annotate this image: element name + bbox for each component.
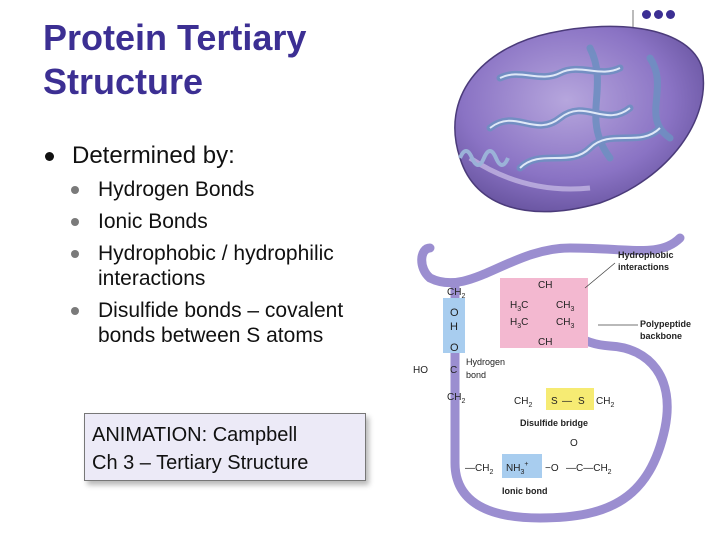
tertiary-bond-diagram: CH2 O H O HO C CH2 CH H3C CH3 H3C CH3 CH… <box>413 233 691 523</box>
ionic-ch2-left: —CH <box>465 463 489 474</box>
sub-bullet-ionic: Ionic Bonds <box>71 209 391 234</box>
h3c-1-c: C <box>521 300 528 311</box>
animation-line-2: Ch 3 – Tertiary Structure <box>92 452 309 474</box>
s-dash-label: — <box>562 396 572 407</box>
h3c-2-c: C <box>521 317 528 328</box>
h3c-2-label: H <box>510 317 517 328</box>
svg-text:—C—CH2: —C—CH2 <box>566 463 612 476</box>
slide-title: Protein Tertiary Structure <box>43 16 306 104</box>
nh3-sub: 3 <box>520 469 524 476</box>
main-bullet: Determined by: <box>72 140 235 172</box>
hydrophobic-label-1: Hydrophobic <box>618 250 674 260</box>
sub-bullet-dot <box>71 186 79 194</box>
main-bullet-text: Determined by: <box>72 142 235 169</box>
svg-text:CH3: CH3 <box>556 300 574 313</box>
ch2-top-label: CH <box>447 287 461 298</box>
ionic-minus-o: −O <box>545 463 559 474</box>
sub-bullet-text: Hydrophobic / hydrophilic interactions <box>98 242 334 290</box>
h-atom-label: H <box>450 321 458 333</box>
nh3-charge: + <box>524 461 528 468</box>
o-atom-2-label: O <box>450 342 459 354</box>
ch3-2-label: CH <box>556 317 570 328</box>
ch3-2-sub: 3 <box>570 323 574 330</box>
ch3-1-sub: 3 <box>570 306 574 313</box>
disulfide-label: Disulfide bridge <box>520 418 588 428</box>
ss-ch2-left-label: CH <box>514 396 528 407</box>
main-bullet-dot <box>45 152 54 161</box>
h3c-1-label: H <box>510 300 517 311</box>
ss-ch2-left-sub: 2 <box>528 402 532 409</box>
sub-bullet-disulfide: Disulfide bonds – covalent bonds between… <box>71 298 391 348</box>
sub-bullet-dot <box>71 250 79 258</box>
hbond-label-1: Hydrogen <box>466 357 505 367</box>
animation-line-1: ANIMATION: Campbell <box>92 424 298 446</box>
svg-text:CH2: CH2 <box>447 287 465 300</box>
backbone-label-2: backbone <box>640 331 682 341</box>
svg-text:CH3: CH3 <box>556 317 574 330</box>
hbond-label-2: bond <box>466 370 486 380</box>
ionic-o-top: O <box>570 438 578 449</box>
title-line-1: Protein Tertiary <box>43 17 307 58</box>
ch-top-label: CH <box>538 280 552 291</box>
sub-bullet-list: Hydrogen Bonds Ionic Bonds Hydrophobic /… <box>71 177 391 355</box>
svg-text:NH3+: NH3+ <box>506 461 528 476</box>
s-left-label: S <box>551 396 558 407</box>
sub-bullet-dot <box>71 218 79 226</box>
sub-bullet-text: Hydrogen Bonds <box>98 178 255 201</box>
ch2-mid-label: CH <box>447 392 461 403</box>
sub-bullet-text: Disulfide bonds – covalent bonds between… <box>98 299 344 347</box>
svg-text:—CH2: —CH2 <box>465 463 493 476</box>
sub-bullet-hydrophobic: Hydrophobic / hydrophilic interactions <box>71 241 391 291</box>
svg-text:CH2: CH2 <box>514 396 532 409</box>
svg-text:H3C: H3C <box>510 300 528 313</box>
h3c-1-sub: 3 <box>517 306 521 313</box>
ch-bottom-label: CH <box>538 337 552 348</box>
animation-link-box[interactable]: ANIMATION: Campbell Ch 3 – Tertiary Stru… <box>84 413 366 481</box>
sub-bullet-hydrogen: Hydrogen Bonds <box>71 177 391 202</box>
sub-bullet-text: Ionic Bonds <box>98 210 208 233</box>
backbone-label-1: Polypeptide <box>640 319 691 329</box>
nh3-label: NH <box>506 463 520 474</box>
ch2-top-sub: 2 <box>461 293 465 300</box>
ionic-c-sub: 2 <box>608 469 612 476</box>
title-line-2: Structure <box>43 61 204 102</box>
c-atom-label: C <box>450 365 457 376</box>
svg-text:CH2: CH2 <box>447 392 465 405</box>
ionic-c-chain: —C—CH <box>566 463 608 474</box>
ionic-ch2-left-sub: 2 <box>489 469 493 476</box>
hydrophobic-label-2: interactions <box>618 262 669 272</box>
ch3-1-label: CH <box>556 300 570 311</box>
ss-ch2-right-label: CH <box>596 396 610 407</box>
ss-ch2-right-sub: 2 <box>610 402 614 409</box>
svg-text:H3C: H3C <box>510 317 528 330</box>
ho-label: HO <box>413 365 428 376</box>
svg-text:CH2: CH2 <box>596 396 614 409</box>
sub-bullet-dot <box>71 307 79 315</box>
protein-ribbon-illustration <box>454 25 705 213</box>
ionic-bond-label: Ionic bond <box>502 486 548 496</box>
s-right-label: S <box>578 396 585 407</box>
h3c-2-sub: 3 <box>517 323 521 330</box>
o-atom-label: O <box>450 307 459 319</box>
ch2-mid-sub: 2 <box>461 398 465 405</box>
